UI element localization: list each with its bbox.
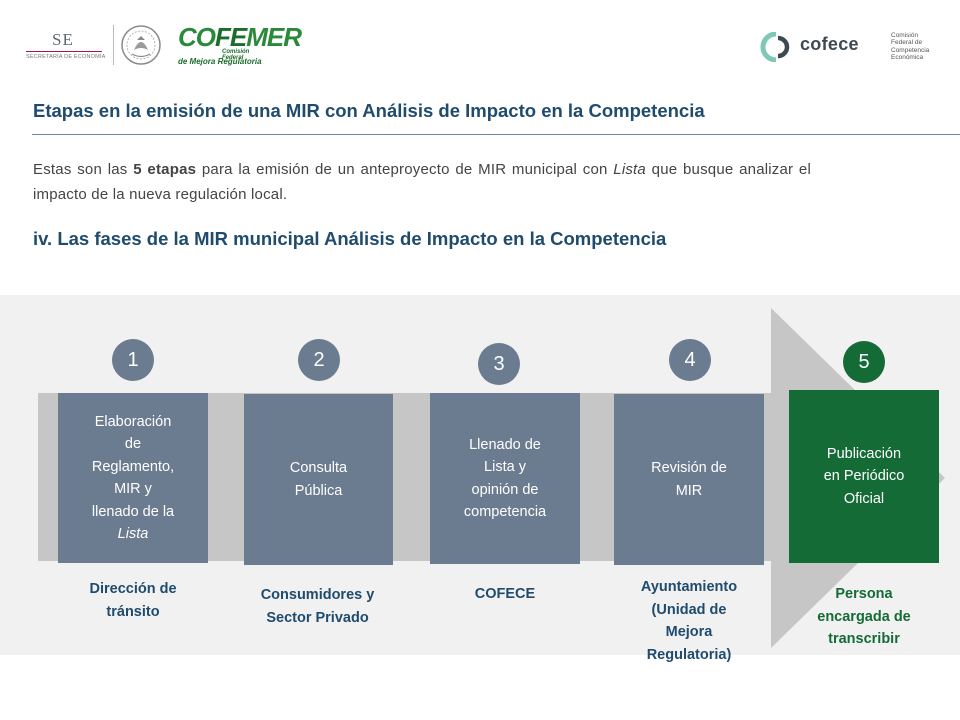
intro-italic: Lista — [613, 161, 646, 178]
cofece-desc-line: Económica — [891, 53, 924, 61]
step-5-actor-line: encargada de — [817, 608, 911, 625]
cofece-wordmark: cofece — [800, 34, 859, 54]
step-1-label-line: de — [124, 436, 142, 452]
mexico-seal-icon — [120, 24, 162, 66]
step-2-label-line: Pública — [294, 482, 343, 499]
step-1-label-italic: Lista — [117, 526, 149, 542]
step-5-actor-line: Persona — [835, 586, 893, 602]
step-box-4: Revisión de MIR — [614, 394, 764, 565]
step-number-1: 1 — [112, 339, 154, 381]
step-1-label-line: llenado de la — [91, 503, 175, 520]
step-actor-4: Ayuntamiento (Unidad de Mejora Regulator… — [614, 576, 764, 666]
intro-paragraph: Estas son las 5 etapas para la emisión d… — [33, 157, 811, 207]
step-2-actor-line: Consumidores y — [260, 587, 375, 603]
step-3-actor-line: COFECE — [474, 586, 536, 602]
intro-text: que busque analizar el impacto de la nue… — [33, 161, 812, 203]
logo-divider — [113, 25, 114, 65]
page-title: Etapas en la emisión de una MIR con Anál… — [33, 100, 705, 121]
step-3-label-line: opinión de — [471, 481, 539, 498]
step-4-actor-line: Mejora — [665, 624, 713, 640]
step-box-5: Publicación en Periódico Oficial — [789, 390, 939, 563]
step-1-actor-line: Dirección de — [89, 581, 177, 597]
step-number-2: 2 — [298, 339, 340, 381]
title-rule — [32, 134, 960, 135]
cofece-desc-line: Comisión — [891, 32, 919, 39]
step-actor-3: COFECE — [430, 583, 580, 606]
step-5-label-line: en Periódico — [823, 468, 905, 485]
cofemer-mark-fe: FE — [215, 22, 247, 52]
step-box-2: Consulta Pública — [244, 394, 393, 565]
step-box-3: Llenado de Lista y opinión de competenci… — [430, 393, 580, 564]
cofemer-mark-mer: MER — [246, 22, 302, 52]
step-5-label-line: Publicación — [826, 445, 902, 462]
step-actor-5: Persona encargada de transcribir — [789, 583, 939, 651]
step-1-label-line: MIR y — [114, 481, 152, 497]
step-number-5: 5 — [843, 341, 885, 383]
step-number-3: 3 — [478, 343, 520, 385]
step-1-actor-line: tránsito — [106, 603, 160, 620]
step-box-1: Elaboración de Reglamento, MIR y llenado… — [58, 393, 208, 563]
cofemer-mark-co: CO — [178, 22, 216, 52]
cofemer-line2: de Mejora Regulatoria — [178, 57, 262, 66]
step-actor-1: Dirección de tránsito — [58, 578, 208, 623]
se-logo-caption: SECRETARÍA DE ECONOMÍA — [26, 54, 106, 60]
cofemer-line1: Comisión Federal — [222, 49, 250, 61]
se-logo-mark: SE — [52, 30, 74, 49]
step-4-label-line: MIR — [675, 482, 703, 499]
step-4-actor-line: Ayuntamiento — [640, 579, 738, 595]
se-logo-rule — [26, 51, 102, 52]
step-4-actor-line: (Unidad de — [651, 601, 727, 618]
section-subtitle: iv. Las fases de la MIR municipal Anális… — [33, 228, 667, 249]
cofece-desc-line: Federal de — [891, 39, 923, 47]
step-4-label-line: Revisión de — [651, 460, 727, 476]
step-1-label-line: Elaboración — [94, 413, 172, 430]
step-actor-2: Consumidores y Sector Privado — [240, 584, 395, 629]
cofemer-logo: COFEMER Comisión Federal de Mejora Regul… — [176, 22, 302, 68]
step-5-actor-line: transcribir — [828, 631, 900, 647]
step-3-label-line: Lista y — [484, 459, 526, 475]
intro-text: para la emisión de un anteproyecto de MI… — [196, 161, 614, 178]
intro-text: Estas son las — [33, 161, 134, 178]
step-1-label-line: Reglamento, — [91, 458, 175, 475]
cofece-symbol-icon — [760, 32, 790, 62]
cofece-description: Comisión Federal de Competencia Económic… — [891, 32, 951, 61]
step-number-4: 4 — [669, 339, 711, 381]
se-logo: SE SECRETARÍA DE ECONOMÍA — [26, 30, 105, 64]
step-4-actor-line: Regulatoria) — [646, 646, 732, 663]
step-2-actor-line: Sector Privado — [266, 609, 369, 626]
step-3-label-line: competencia — [463, 504, 547, 520]
intro-bold: 5 etapas — [133, 161, 197, 178]
step-2-label-line: Consulta — [289, 460, 348, 476]
cofece-desc-line: Competencia — [891, 46, 930, 54]
step-5-label-line: Oficial — [843, 490, 885, 507]
step-3-label-line: Llenado de — [469, 436, 541, 453]
